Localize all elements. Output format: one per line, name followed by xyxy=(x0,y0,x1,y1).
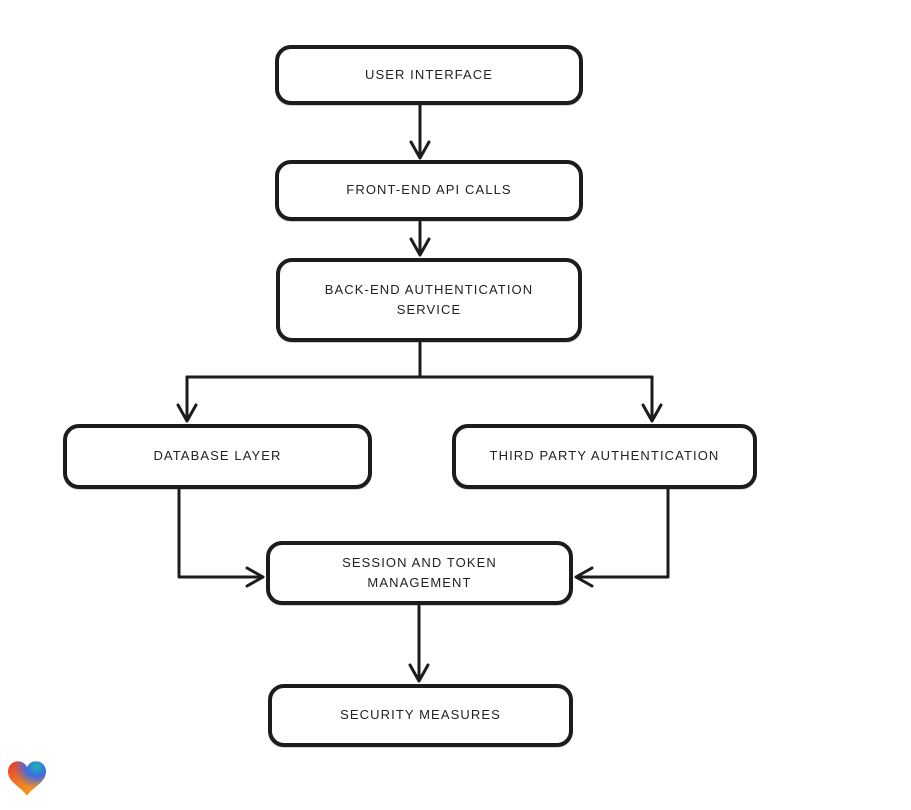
node-label: FRONT-END API CALLS xyxy=(346,182,512,198)
node-user-interface[interactable]: USER INTERFACE xyxy=(275,45,583,105)
node-security-measures[interactable]: SECURITY MEASURES xyxy=(268,684,573,747)
heart-gradient-logo-icon[interactable] xyxy=(8,761,46,797)
edge-backend-split xyxy=(176,341,663,423)
node-session-and-token-management[interactable]: SESSION AND TOKEN MANAGEMENT xyxy=(266,541,573,605)
node-back-end-authentication-service[interactable]: BACK-END AUTHENTICATION SERVICE xyxy=(276,258,582,342)
node-label: USER INTERFACE xyxy=(364,66,494,82)
edge-database-to-session xyxy=(177,488,265,588)
node-front-end-api-calls[interactable]: FRONT-END API CALLS xyxy=(275,160,583,221)
node-third-party-authentication[interactable]: THIRD PARTY AUTHENTICATION xyxy=(452,424,757,489)
node-label: SESSION AND TOKEN MANAGEMENT xyxy=(342,554,497,590)
node-label: DATABASE LAYER xyxy=(153,448,282,464)
node-label: SECURITY MEASURES xyxy=(340,707,501,723)
edge-thirdparty-to-session xyxy=(574,488,670,588)
node-label: THIRD PARTY AUTHENTICATION xyxy=(489,448,720,464)
edge-frontend-to-backend xyxy=(409,220,431,257)
node-label: BACK-END AUTHENTICATION SERVICE xyxy=(324,281,534,317)
node-database-layer[interactable]: DATABASE LAYER xyxy=(63,424,372,489)
edge-user-to-frontend xyxy=(409,103,431,160)
edge-session-to-security xyxy=(408,604,430,683)
